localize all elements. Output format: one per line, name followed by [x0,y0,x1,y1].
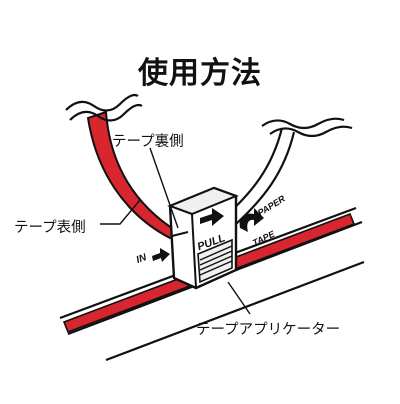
grip-ridges [199,245,233,276]
tape-wave-top [65,93,139,112]
paper-wave-top [261,117,345,130]
leader-applicator [227,281,251,315]
arrow-right-icon [200,208,224,226]
arrow-right-icon [152,248,170,262]
label-tape-back: テープ裏側 [112,134,184,150]
label-applicator: テープアプリケーター [196,322,341,338]
paper-strip [225,117,353,225]
leader-tape-back [149,147,179,229]
in-indicator: IN [135,248,170,266]
label-tape-front: テープ表側 [14,220,86,236]
paper-wave-bottom [269,125,353,138]
leader-lines [100,147,251,315]
leader-tape-front [100,199,141,225]
tape-applicator: PULL [167,186,239,290]
in-text: IN [135,252,149,266]
page-title: 使用方法 [138,56,262,91]
curved-arrow-icon [239,208,264,232]
tape-wave-bottom [69,103,143,122]
